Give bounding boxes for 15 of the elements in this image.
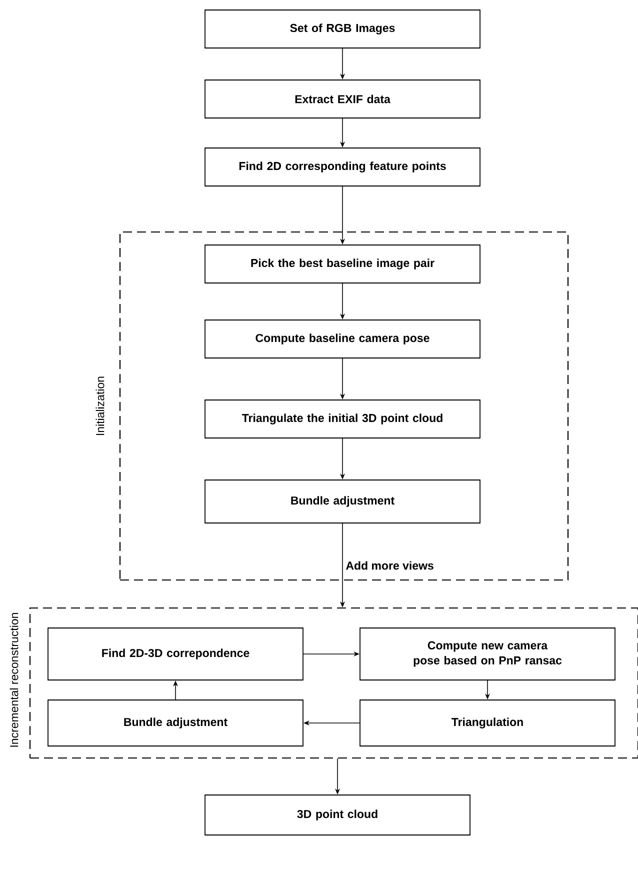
process-box: Find 2D-3D correpondence (48, 628, 304, 680)
group-label: Initialization (96, 376, 104, 435)
group-label: Incremental reconstruction (10, 613, 18, 747)
process-box: Pick the best baseline image pair (204, 244, 480, 284)
process-box: Extract EXIF data (204, 80, 480, 118)
process-box: Compute baseline camera pose (204, 320, 480, 358)
process-box: 3D point cloud (204, 794, 470, 836)
process-box: Triangulate the initial 3D point cloud (204, 400, 480, 438)
process-box: Bundle adjustment (48, 700, 304, 746)
edge-label: Add more views (346, 561, 434, 570)
process-box: Bundle adjustment (204, 480, 480, 524)
process-box: Set of RGB Images (204, 10, 480, 48)
process-box: Find 2D corresponding feature points (204, 148, 480, 186)
process-box: Triangulation (360, 700, 616, 746)
process-box: Compute new camera pose based on PnP ransac (360, 628, 616, 680)
